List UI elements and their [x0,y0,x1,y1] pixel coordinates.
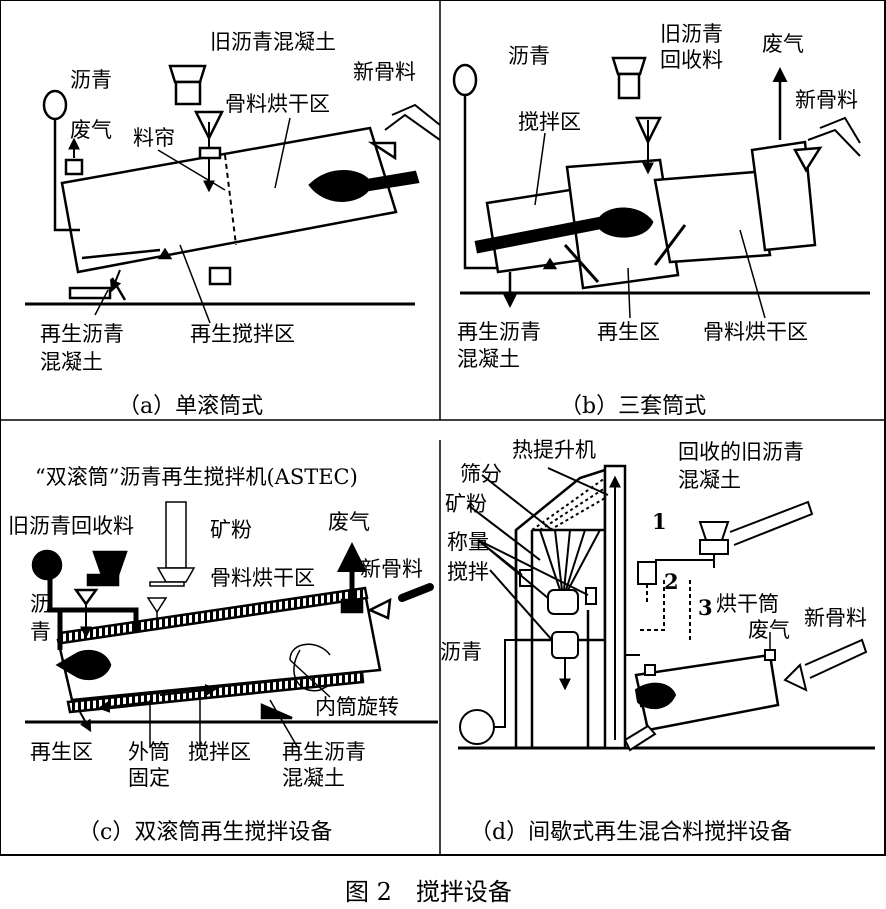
label-recycled-1: 再生沥青 [457,320,541,344]
label-mix-zone: 再生搅拌区 [190,322,295,346]
panel-b-drawing [452,56,870,319]
panel-d-drawing [458,464,875,752]
label-new-aggregate: 新骨料 [804,606,867,630]
label-dryer: 烘干筒 [716,592,779,616]
label-rap: 旧沥青回收料 [8,514,134,538]
label-outer-1: 外筒 [128,740,170,764]
label-recycled-2: 混凝土 [457,347,520,371]
label-rap-1: 回收的旧沥青 [678,440,804,464]
label-inner-rotate: 内筒旋转 [315,695,399,719]
label-drying-zone: 骨料烘干区 [225,92,330,116]
label-drying-zone: 骨料烘干区 [703,320,808,344]
panel-a-drawing [25,64,441,324]
label-asphalt: 沥青 [70,68,112,92]
label-exhaust: 废气 [748,618,790,642]
label-asphalt-2: 青 [30,620,51,644]
label-exhaust: 废气 [70,118,112,142]
panel-c-drawing [25,501,438,749]
label-num-3: 3 [698,595,713,620]
label-rap-2: 混凝土 [678,468,741,492]
label-drying-zone: 骨料烘干区 [210,566,315,590]
label-num-1: 1 [652,509,667,534]
label-outer-2: 固定 [128,766,170,790]
label-exhaust: 废气 [762,32,804,56]
caption-b: （b）三套筒式 [560,394,707,419]
label-mix-zone: 搅拌区 [188,740,251,764]
label-exhaust: 废气 [328,510,370,534]
label-new-aggregate: 新骨料 [353,60,416,84]
label-regen-zone: 再生区 [597,320,660,344]
label-rap-1: 旧沥青 [660,22,723,46]
label-asphalt-1: 沥 [30,592,51,616]
label-hot-elevator: 热提升机 [512,438,596,462]
label-screen: 筛分 [460,462,502,486]
label-recycled-1: 再生沥青 [40,322,124,346]
label-new-aggregate: 新骨料 [360,557,423,581]
label-asphalt: 沥青 [440,640,482,664]
label-recycled-2: 混凝土 [282,766,345,790]
label-regen-zone: 再生区 [30,740,93,764]
label-mix-zone: 搅拌区 [518,110,581,134]
figure-title: 图 2 搅拌设备 [345,878,512,906]
label-mix: 搅拌 [447,560,489,584]
label-weigh: 称量 [447,530,489,554]
label-rap-2: 回收料 [660,48,723,72]
caption-d: （d）间歇式再生混合料搅拌设备 [470,820,793,845]
label-new-aggregate: 新骨料 [795,88,858,112]
label-recycled-2: 混凝土 [40,350,103,374]
label-curtain: 料帘 [133,126,175,150]
label-asphalt: 沥青 [508,44,550,68]
label-heading: “双滚筒”沥青再生搅拌机(ASTEC) [35,465,358,489]
label-recycled-1: 再生沥青 [282,740,366,764]
caption-c: （c）双滚筒再生搅拌设备 [78,820,333,845]
label-mineral: 矿粉 [445,492,487,516]
label-num-2: 2 [664,569,679,594]
caption-a: （a）单滚筒式 [118,394,264,419]
label-mineral: 矿粉 [210,518,252,542]
label-old-rap: 旧沥青混凝土 [210,30,336,54]
